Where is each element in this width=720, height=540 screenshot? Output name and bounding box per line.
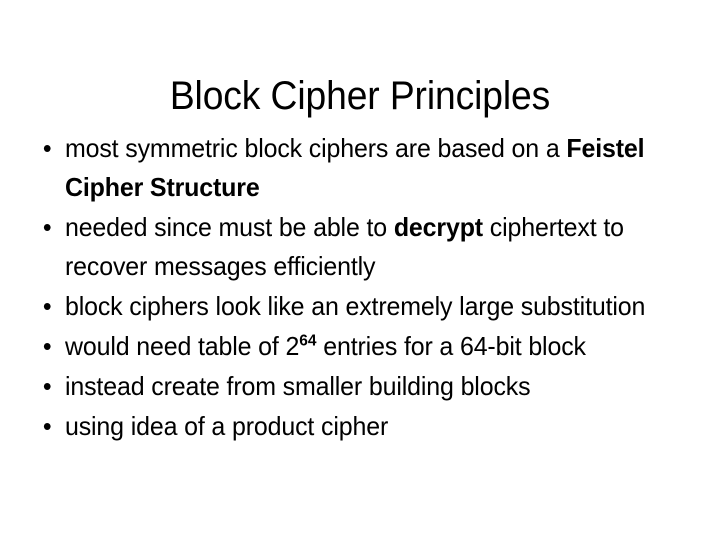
body-text: most symmetric block ciphers are based o… (64, 133, 567, 163)
body-text: instead create from smaller building blo… (64, 371, 531, 401)
list-item: • would need table of 264 entries for a 6… (40, 327, 662, 366)
bullet-point-icon: • (42, 212, 52, 242)
list-item-text: using idea of a product cipher (65, 407, 662, 446)
bullet-point-icon: • (42, 411, 52, 441)
list-item: • needed since must be able to decrypt ci… (40, 208, 662, 286)
list-item-text: block ciphers look like an extremely lar… (65, 287, 662, 326)
bullet-list: • most symmetric block ciphers are based … (40, 129, 688, 447)
list-item-text: needed since must be able to decrypt cip… (65, 208, 662, 286)
list-item-text: would need table of 264 entries for a 64… (65, 327, 662, 366)
body-text: block ciphers look like an extremely lar… (64, 291, 646, 321)
bullet-point-icon: • (42, 331, 52, 361)
superscript-exponent: 64 (299, 331, 317, 350)
body-text: would need table of 2 (64, 331, 300, 361)
bullet-point-icon: • (42, 371, 52, 401)
body-text: needed since must be able to (64, 212, 394, 242)
bullet-point-icon: • (42, 291, 52, 321)
list-item: • using idea of a product cipher (40, 407, 662, 446)
bullet-point-icon: • (42, 133, 52, 163)
emphasis-text: decrypt (393, 212, 483, 242)
body-text: ciphertext to recover messages efficient… (64, 212, 624, 281)
list-item: • most symmetric block ciphers are based … (40, 129, 662, 207)
page-title: Block Cipher Principles (169, 73, 551, 118)
list-item-text: instead create from smaller building blo… (65, 367, 662, 406)
emphasis-text: Feistel Cipher Structure (64, 133, 645, 202)
body-text: entries for a 64-bit block (316, 331, 586, 361)
list-item-text: most symmetric block ciphers are based o… (65, 129, 662, 207)
body-text: using idea of a product cipher (64, 411, 389, 441)
list-item: • block ciphers look like an extremely la… (40, 287, 662, 326)
list-item: • instead create from smaller building bl… (40, 367, 662, 406)
